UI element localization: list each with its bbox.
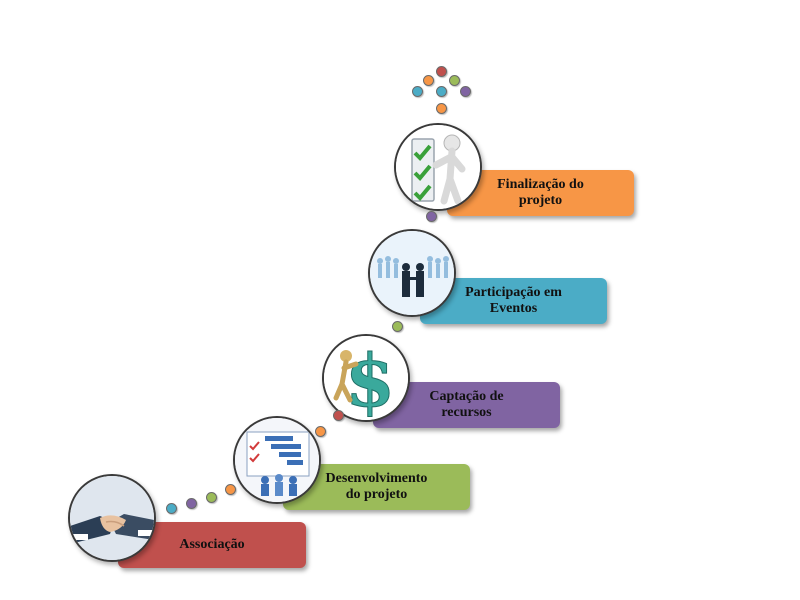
handshake-icon (68, 474, 156, 562)
connector-dot (449, 75, 460, 86)
business-people-icon (368, 229, 456, 317)
step-captacao-label-line1: Captação de (429, 389, 504, 404)
connector-dot (333, 410, 344, 421)
connector-dot (436, 103, 447, 114)
connector-dot (166, 503, 177, 514)
connector-dot (412, 86, 423, 97)
connector-dot (436, 66, 447, 77)
connector-dot (426, 211, 437, 222)
connector-dot (206, 492, 217, 503)
connector-dot (436, 86, 447, 97)
step-finalizacao-label-line1: Finalização do (497, 177, 584, 192)
gantt-chart-icon (233, 416, 321, 504)
step-participacao-label-line2: Eventos (489, 301, 538, 316)
step-participacao-label-line1: Participação em (465, 285, 562, 300)
step-desenvolvimento-box: Desenvolvimento do projeto (283, 464, 470, 510)
connector-dot (460, 86, 471, 97)
step-finalizacao-label-line2: projeto (518, 193, 563, 208)
checklist-icon (394, 123, 482, 211)
connector-dot (186, 498, 197, 509)
step-captacao-label-line2: recursos (441, 405, 492, 420)
connector-dot (315, 426, 326, 437)
step-desenvolvimento-label-line2: do projeto (345, 487, 408, 502)
connector-dot (225, 484, 236, 495)
step-desenvolvimento-label-line1: Desenvolvimento (325, 471, 428, 486)
connector-dot (392, 321, 403, 332)
svg-text:$: $ (345, 338, 395, 420)
connector-dot (423, 75, 434, 86)
dollar-sign-icon: $ (322, 334, 410, 422)
step-associacao-label: Associação (179, 537, 245, 552)
